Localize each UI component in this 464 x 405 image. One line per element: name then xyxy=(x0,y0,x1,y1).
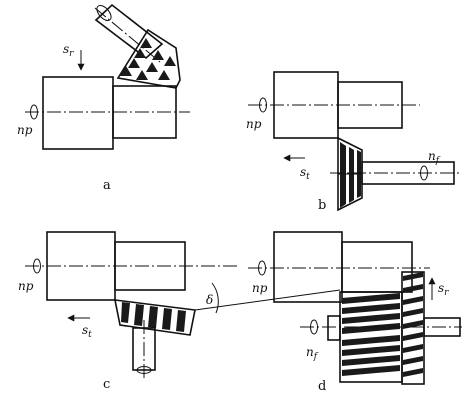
spindle-sub-d: p xyxy=(260,281,268,295)
panel-letter-c: c xyxy=(103,377,110,392)
feed-sub-b: t xyxy=(306,172,310,182)
spindle-label-d: n xyxy=(252,281,260,295)
spindle-label-c: n xyxy=(18,279,26,293)
svg-text:sr: sr xyxy=(63,42,74,59)
spindle-sub-b: p xyxy=(254,117,262,131)
spindle-sub-a: p xyxy=(25,123,33,137)
feed-sub-c: t xyxy=(88,330,92,340)
angle-label-c: δ xyxy=(206,293,213,307)
svg-text:np: np xyxy=(17,123,33,137)
panel-a: sr np a xyxy=(17,3,190,193)
feed-label-a: s xyxy=(63,42,69,56)
svg-text:nf: nf xyxy=(306,345,319,362)
svg-text:np: np xyxy=(246,117,262,131)
svg-text:sr: sr xyxy=(438,281,449,298)
gear-teeth-a xyxy=(120,38,176,80)
spindle-label-a: n xyxy=(17,123,25,137)
panel-c: δ st np c xyxy=(18,231,341,392)
svg-text:np: np xyxy=(252,281,268,295)
feed-sub-d: r xyxy=(444,288,449,298)
feed-sub-a: r xyxy=(69,49,74,59)
panel-d: sr np nf d xyxy=(248,231,462,394)
feed-label-d: s xyxy=(438,281,444,295)
spindle-label-b: n xyxy=(246,117,254,131)
gear-teeth-d-main xyxy=(342,293,400,376)
panel-letter-b: b xyxy=(318,198,326,213)
gear-teeth-d-mating xyxy=(403,272,423,377)
panel-letter-d: d xyxy=(318,379,326,394)
svg-text:nf: nf xyxy=(428,149,441,166)
spindle-sub-c: p xyxy=(26,279,34,293)
panel-letter-a: a xyxy=(103,178,111,193)
svg-text:st: st xyxy=(300,165,310,182)
gear-speed-sub-d: f xyxy=(313,352,319,362)
gear-speed-sub-b: f xyxy=(435,156,441,166)
svg-text:st: st xyxy=(82,323,92,340)
gear-teeth-b xyxy=(338,142,362,208)
feed-label-b: s xyxy=(300,165,306,179)
gear-teeth-c xyxy=(121,302,186,332)
gear-speed-label-d: n xyxy=(306,345,314,359)
feed-label-c: s xyxy=(82,323,88,337)
gear-speed-label-b: n xyxy=(428,149,436,163)
svg-text:np: np xyxy=(18,279,34,293)
panel-b: st np nf b xyxy=(246,71,460,213)
